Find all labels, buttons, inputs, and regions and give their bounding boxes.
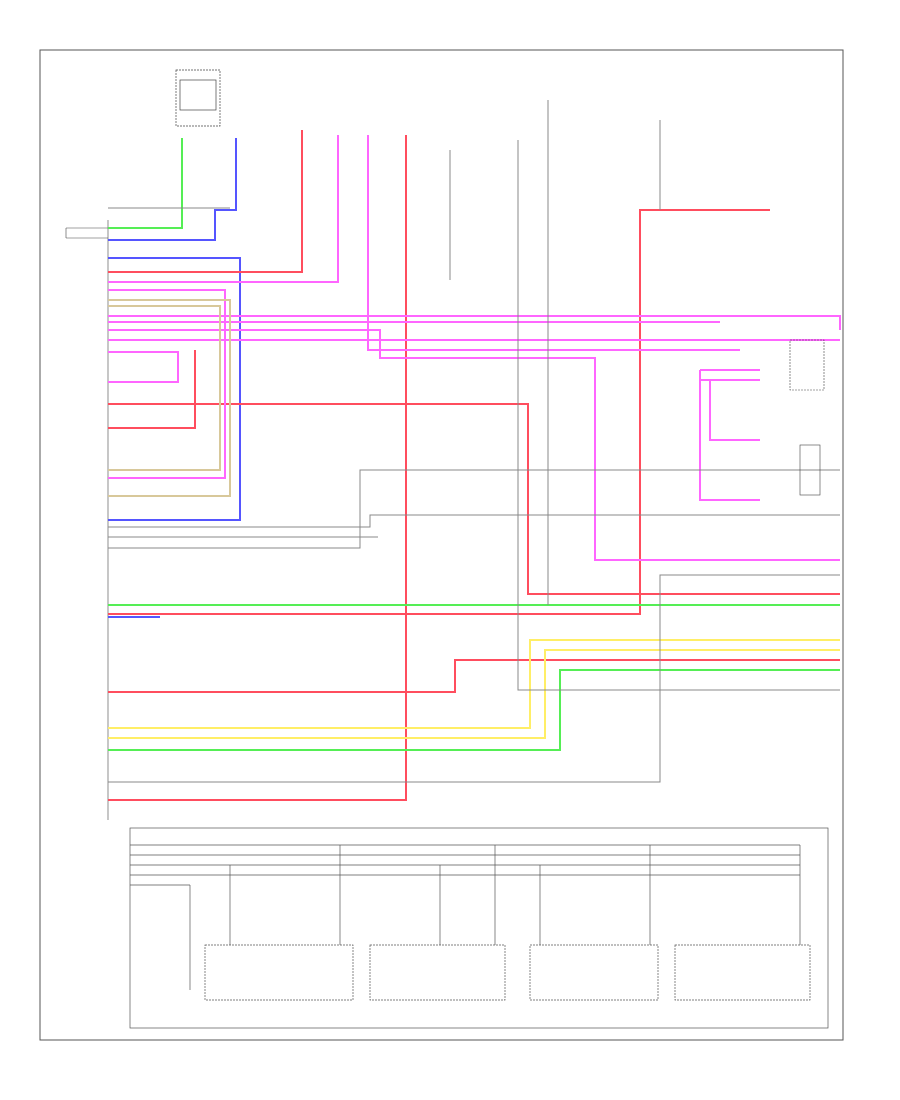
top-left-module (175, 69, 221, 127)
wire-blue-1 (108, 138, 241, 618)
switch-module-2 (369, 845, 506, 1001)
bottom-harness (129, 827, 829, 1029)
right-connector (789, 339, 825, 496)
switch-module-4 (674, 845, 811, 1001)
wire-green-2 (108, 604, 840, 751)
wire-red-1 (108, 130, 840, 801)
wire-green-top (108, 138, 183, 229)
wire-magenta-1 (108, 135, 841, 561)
switch-module-1 (204, 845, 354, 1001)
wire-yellow (108, 639, 840, 739)
switch-module-3 (529, 845, 659, 1001)
wire-gray (108, 100, 840, 783)
main-module-connector (65, 220, 109, 820)
wire-tan (108, 299, 231, 497)
diagram-border (39, 49, 844, 1041)
